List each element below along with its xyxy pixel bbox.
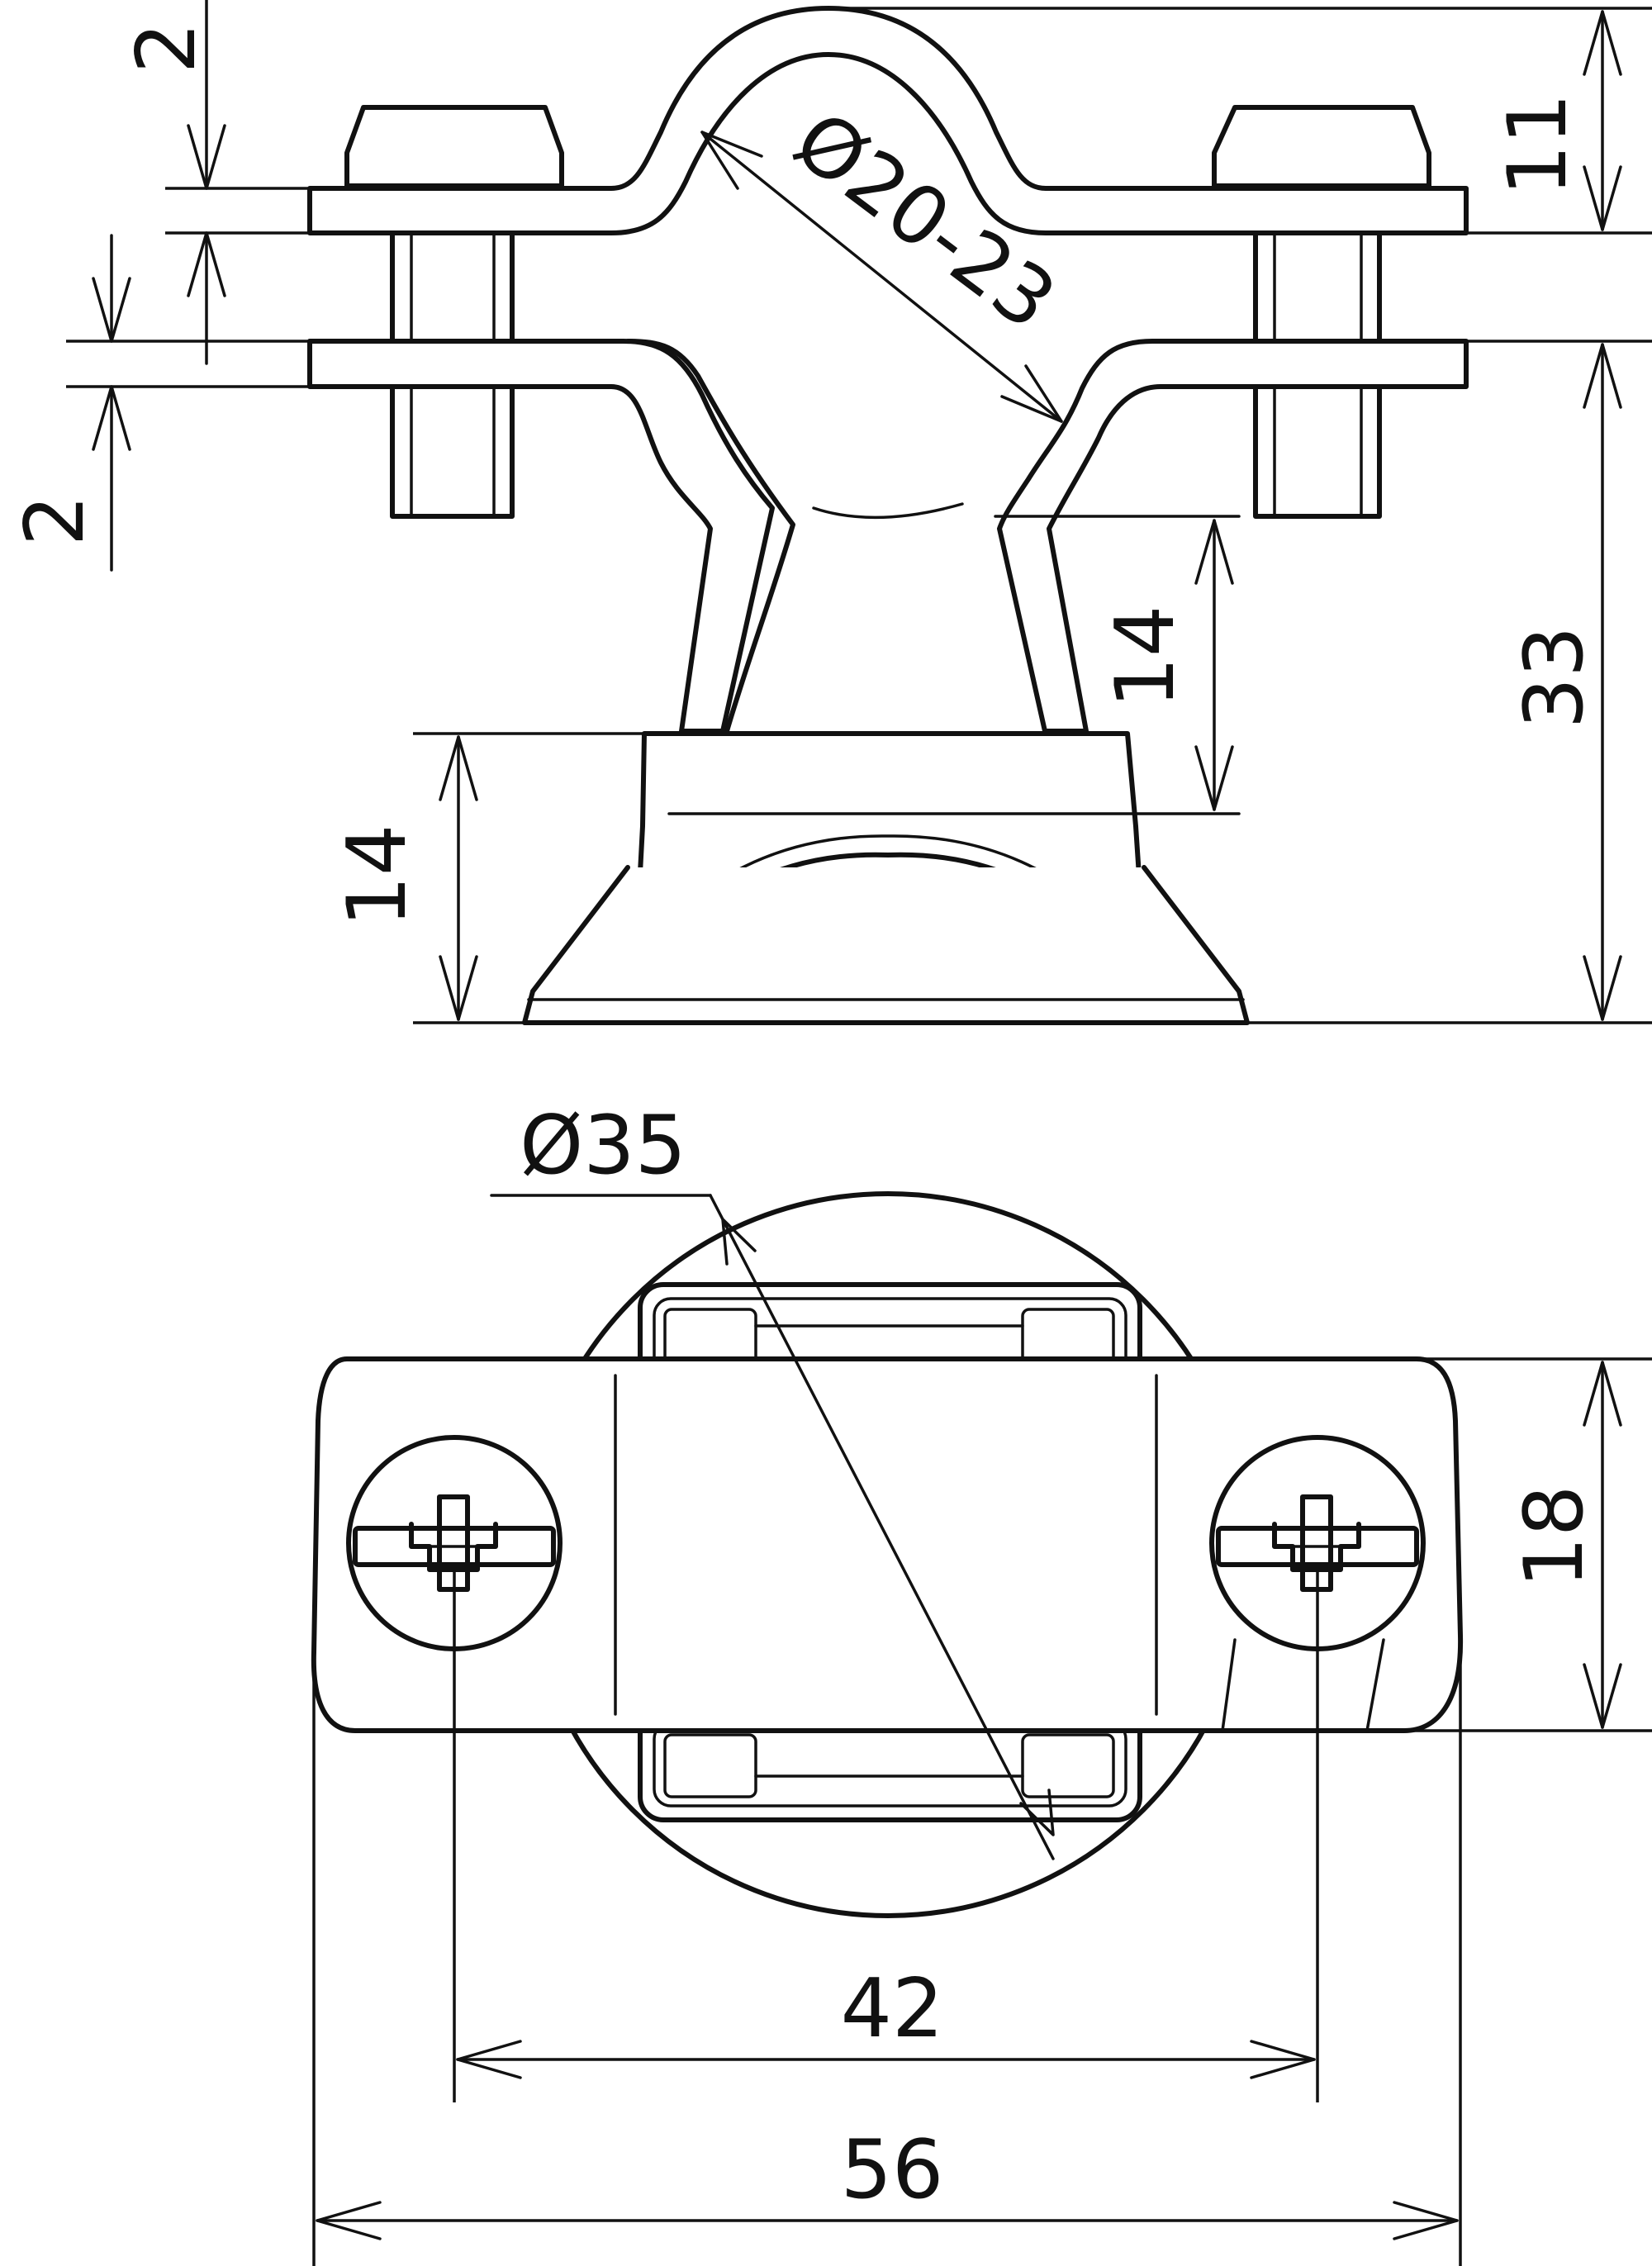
right-nut-head [1212, 105, 1431, 188]
top-view: Ø35 18 42 56 [311, 1099, 1652, 2266]
dim-throat-height: 14 [1099, 519, 1234, 811]
dim-strap-width-label: 18 [1507, 1485, 1602, 1589]
dim-strap-thickness-top: 2 [120, 0, 310, 365]
dim-overall-length: 56 [312, 1636, 1462, 2266]
dim-strap-thickness-bottom: 2 [8, 234, 310, 572]
dim-base-height-label: 14 [330, 824, 425, 928]
dim-pipe-diameter: Ø20-23 [700, 93, 1072, 423]
dim-total-height-label: 33 [1507, 626, 1602, 729]
left-nut-head [344, 105, 564, 188]
dim-base-diameter: Ø35 [490, 1099, 1055, 1860]
dim-screw-spacing: 42 [453, 1570, 1319, 2102]
dim-overall-length-label: 56 [841, 2123, 944, 2217]
top-strap [307, 6, 1469, 235]
dim-base-diameter-label: Ø35 [520, 1099, 686, 1193]
front-view: 11 33 2 2 [8, 0, 1652, 1025]
dim-throat-height-label: 14 [1099, 606, 1193, 709]
dim-strap-width: 18 [1404, 1357, 1652, 1732]
dim-strap-thickness-bottom-label: 2 [8, 495, 102, 546]
base-flange [522, 865, 1250, 1025]
dim-total-height: 33 [1247, 340, 1652, 1024]
dim-top-height-label: 11 [1491, 93, 1585, 197]
dim-strap-thickness-top-label: 2 [120, 22, 214, 74]
pipe-seat-arc [812, 502, 964, 520]
dim-base-height: 14 [330, 732, 644, 1024]
dim-top-height: 11 [843, 7, 1652, 235]
dim-screw-spacing-label: 42 [841, 1962, 944, 2056]
